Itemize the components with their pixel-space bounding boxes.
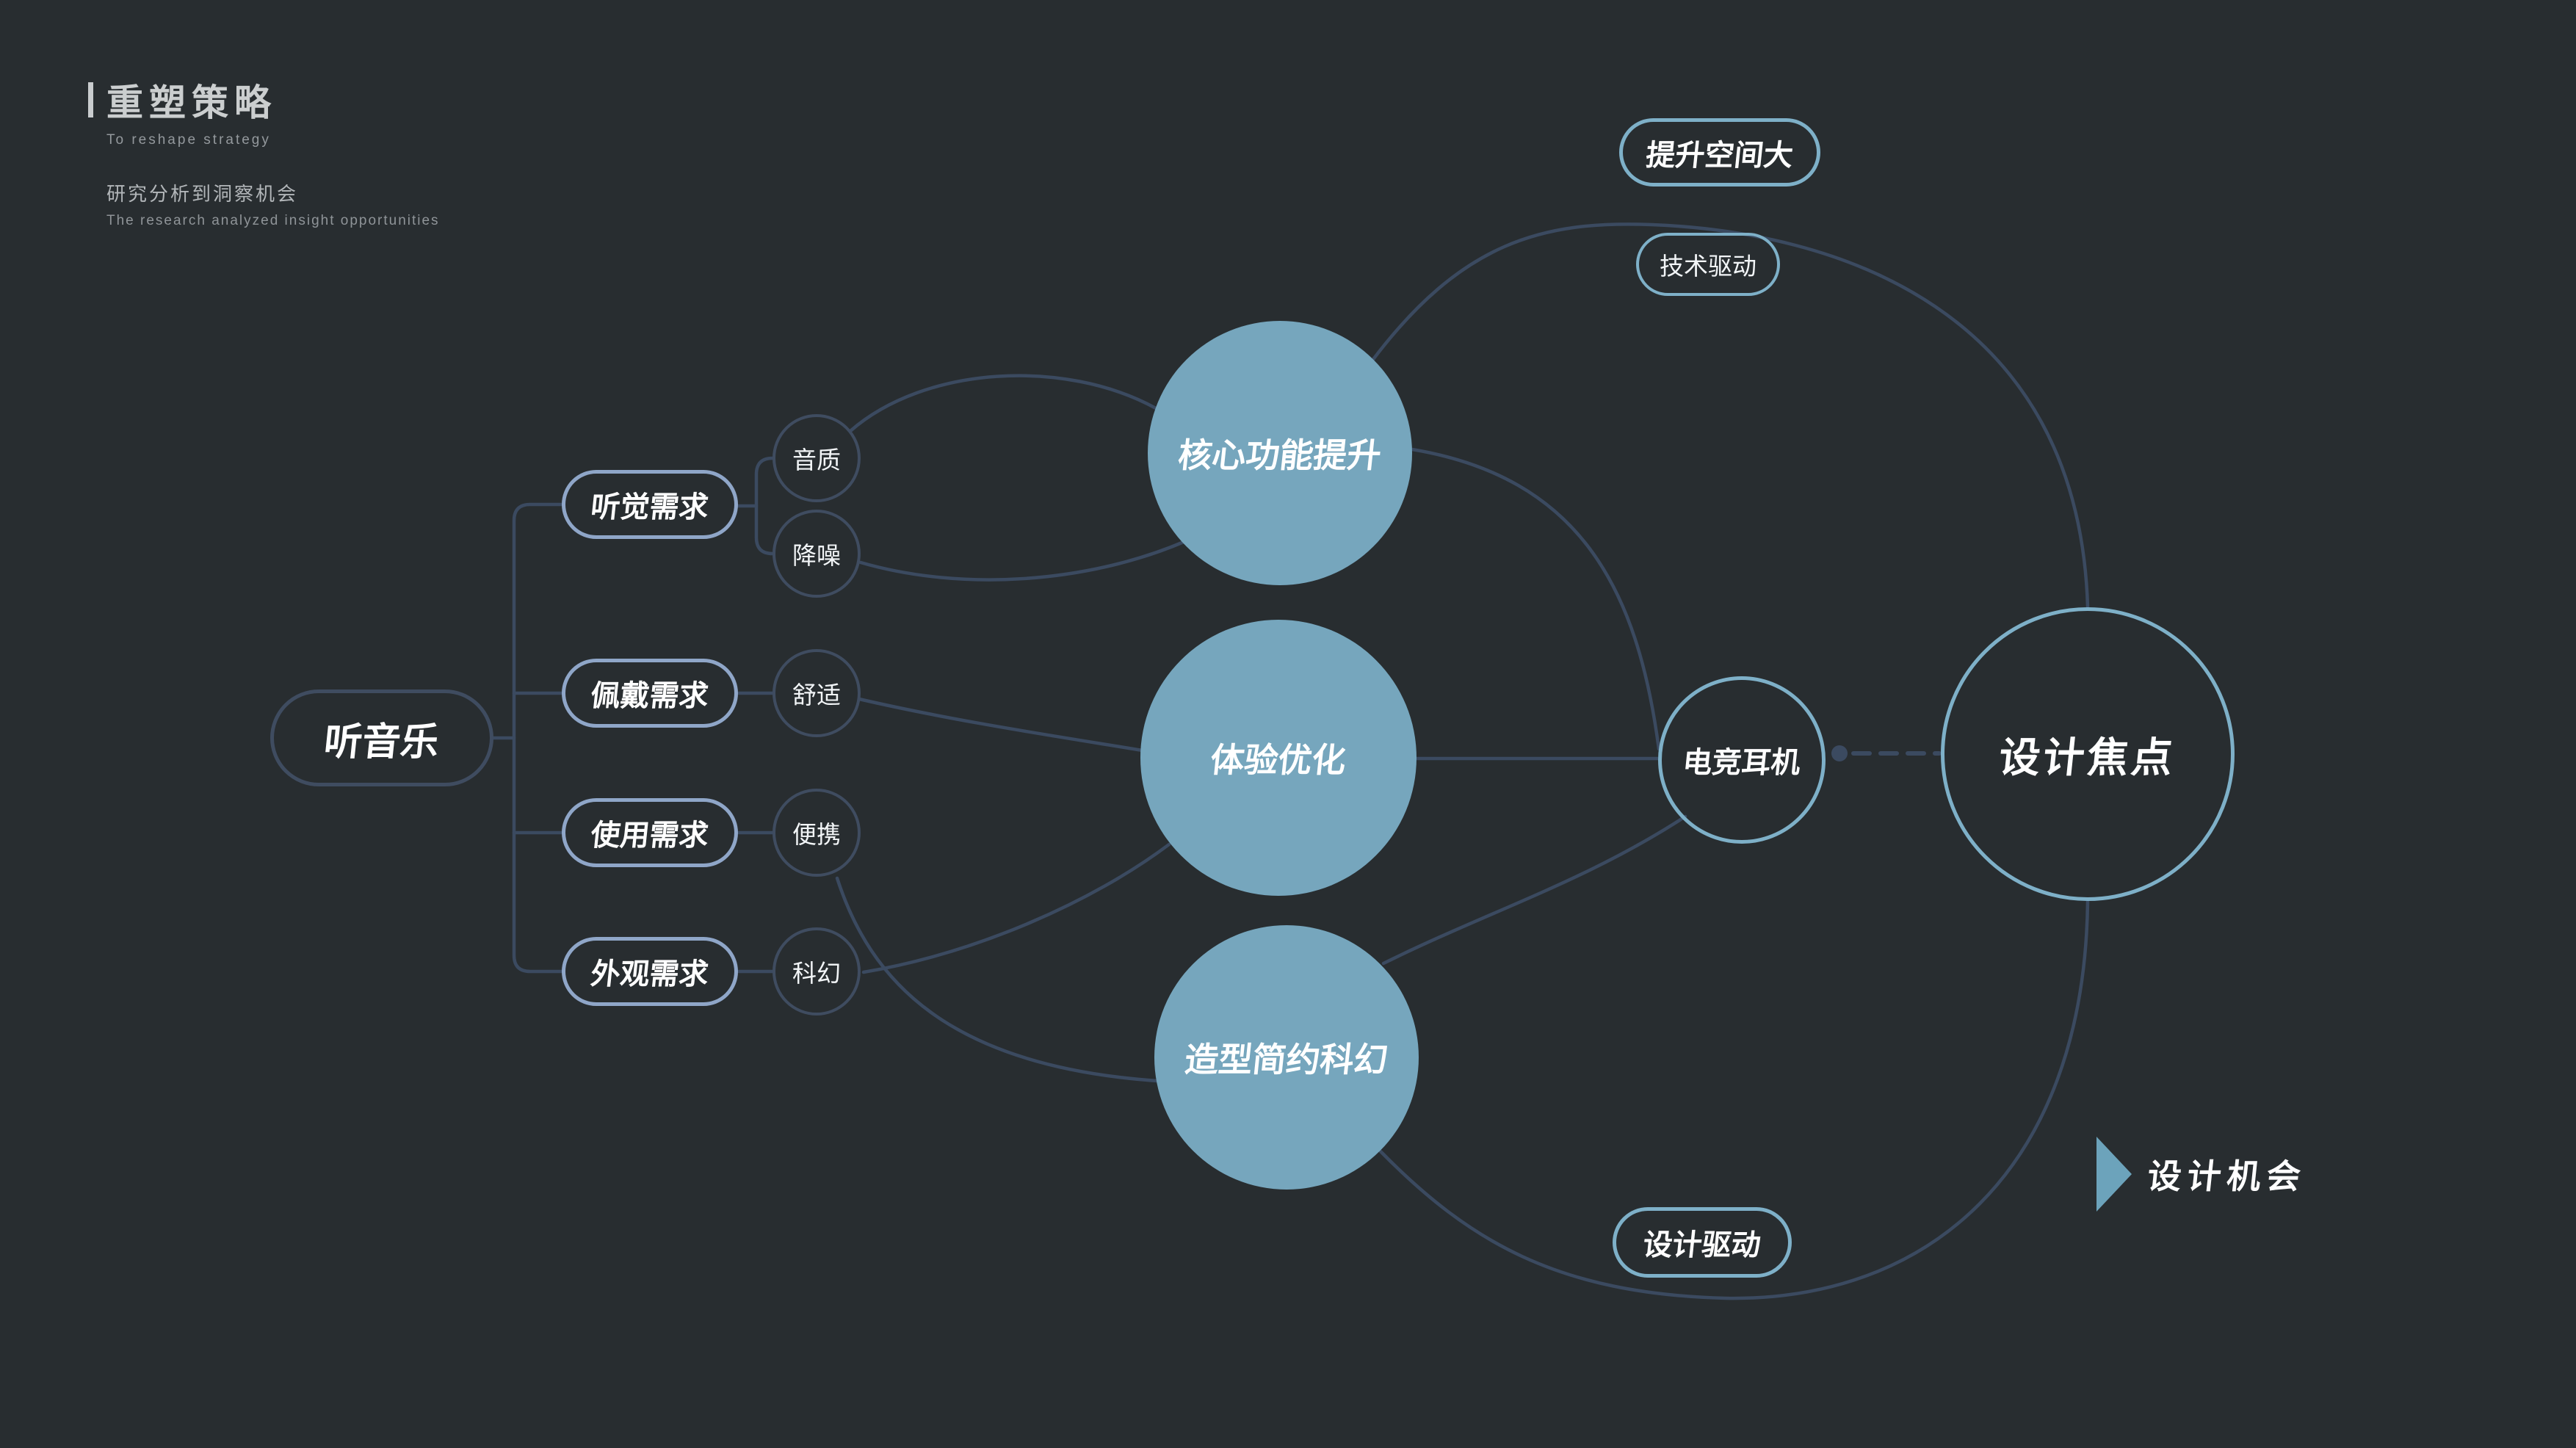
theme-label: 核心功能提升: [1176, 436, 1383, 474]
connector-top-arc-focus: [1370, 222, 2090, 609]
connector-portable-styling: [835, 876, 1159, 1083]
theme-label: 造型简约科幻: [1182, 1040, 1390, 1079]
subtopic-circle-comfort[interactable]: 舒适: [773, 649, 861, 737]
badge-pill-improvement-space[interactable]: 提升空间大: [1619, 118, 1820, 187]
badge-label: 技术驱动: [1660, 253, 1756, 280]
subtopic-label: 便携: [792, 821, 841, 848]
theme-circle-styling[interactable]: 造型简约科幻: [1154, 925, 1419, 1190]
section-title: 研究分析到洞察机会: [106, 183, 299, 205]
root-topic-label: 听音乐: [322, 720, 441, 764]
connector-noisecancel-core: [858, 540, 1186, 582]
subtopic-label: 科幻: [792, 960, 841, 987]
connector-scifi-experience: [861, 842, 1171, 974]
hub-label: 电竞耳机: [1681, 747, 1802, 779]
badge-label: 提升空间大: [1644, 139, 1795, 172]
subtopic-label: 降噪: [792, 542, 841, 569]
connector-comfort-experience: [857, 697, 1145, 753]
section-subtitle: The research analyzed insight opportunit…: [106, 213, 440, 228]
branch-pill-usage-needs[interactable]: 使用需求: [562, 798, 738, 867]
relation-dot: [1831, 745, 1848, 761]
connector-root-trunk: [512, 502, 565, 974]
subtopic-circle-noise-cancel[interactable]: 降噪: [773, 510, 861, 598]
connector-styling-hub: [1381, 814, 1687, 966]
page-header: 重塑策略 To reshape strategy 研究分析到洞察机会 The r…: [88, 73, 440, 229]
page-subtitle: To reshape strategy: [106, 132, 271, 148]
badge-label: 设计驱动: [1641, 1229, 1762, 1261]
branch-label: 使用需求: [589, 819, 710, 852]
connector-core-hub: [1410, 447, 1661, 751]
hub-circle-gaming-headset[interactable]: 电竞耳机: [1658, 676, 1826, 844]
badge-pill-design-driven[interactable]: 设计驱动: [1613, 1207, 1792, 1278]
connector-bottom-arc-focus: [1378, 899, 2090, 1300]
page-title: 重塑策略: [106, 82, 277, 123]
theme-circle-core-function[interactable]: 核心功能提升: [1148, 321, 1412, 585]
subtopic-label: 舒适: [792, 681, 841, 709]
root-topic-listen-music[interactable]: 听音乐: [270, 689, 493, 786]
connector-soundquality-core: [848, 374, 1158, 433]
branch-label: 听觉需求: [589, 491, 710, 524]
branch-pill-wearing-needs[interactable]: 佩戴需求: [562, 659, 738, 728]
subtopic-circle-sound-quality[interactable]: 音质: [773, 414, 861, 502]
branch-pill-appearance-needs[interactable]: 外观需求: [562, 937, 738, 1006]
focus-label: 设计焦点: [1997, 734, 2178, 781]
subtopic-label: 音质: [792, 446, 841, 474]
title-bar-icon: [88, 82, 93, 117]
branch-label: 佩戴需求: [589, 680, 710, 712]
subtopic-circle-scifi[interactable]: 科幻: [773, 927, 861, 1016]
branch-label: 外观需求: [589, 958, 710, 991]
connector-hearing-bracket: [754, 456, 775, 556]
theme-label: 体验优化: [1208, 741, 1348, 779]
theme-circle-experience[interactable]: 体验优化: [1140, 620, 1417, 896]
design-opportunity-callout: 设计机会: [2096, 1137, 2309, 1212]
play-triangle-icon: [2096, 1137, 2132, 1212]
subtopic-circle-portable[interactable]: 便携: [773, 789, 861, 877]
branch-pill-hearing-needs[interactable]: 听觉需求: [562, 470, 738, 539]
focus-circle-design-focus[interactable]: 设计焦点: [1941, 607, 2235, 901]
callout-label: 设计机会: [2145, 1157, 2309, 1195]
badge-pill-tech-driven[interactable]: 技术驱动: [1636, 233, 1780, 296]
